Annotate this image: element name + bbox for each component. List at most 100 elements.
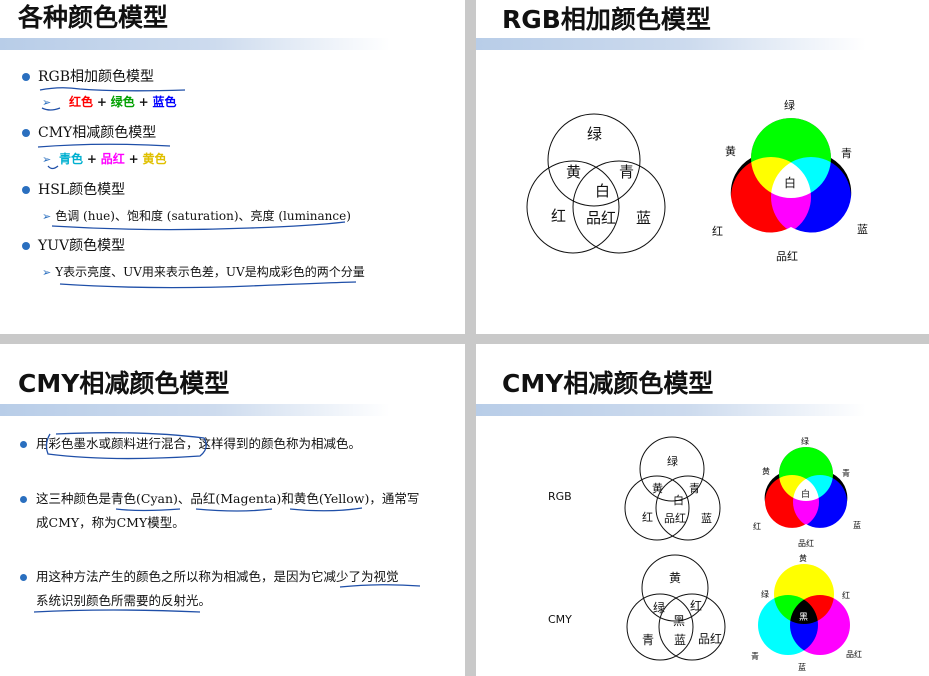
bullet-dot-icon	[22, 242, 30, 250]
venn-label-top-right: 红	[690, 599, 703, 613]
red-text: 红色	[69, 95, 94, 109]
bullet-label: RGB相加颜色模型	[38, 69, 155, 85]
slide-color-models-overview[interactable]: 各种颜色模型 RGB相加颜色模型 ➢ 红色 + 绿色 + 蓝色 CMY相减颜色模…	[0, 0, 465, 334]
paragraph-1: 用彩色墨水或颜料进行混合，这样得到的颜色称为相减色。	[20, 432, 436, 456]
ink-stroke	[39, 87, 186, 92]
sub-cmy-formula: ➢ 青色 + 品红 + 黄色	[42, 150, 167, 167]
arrow-bullet-icon: ➢	[42, 266, 52, 279]
red-light-circle	[731, 157, 811, 237]
sub-yuv-description: ➢Y表示亮度、UV用来表示色差，UV是构成彩色的两个分量	[42, 263, 365, 280]
paragraph-line-2: 成CMY，称为CMY模型。	[36, 515, 185, 530]
bullet-hsl-model: HSL颜色模型	[22, 179, 125, 199]
color-label-bottom: 品红	[776, 250, 798, 263]
color-label-top-left: 绿	[761, 590, 769, 599]
venn-label-top-left: 绿	[653, 601, 666, 615]
venn-label-top: 绿	[587, 125, 603, 143]
venn-label-left: 青	[642, 633, 655, 647]
blue-light-circle	[793, 475, 847, 529]
bullet-dot-icon	[20, 574, 27, 581]
bullet-dot-icon	[20, 496, 27, 503]
blue-text: 蓝色	[152, 95, 177, 109]
green-text: 绿色	[110, 95, 135, 109]
slide-title: CMY相减颜色模型	[18, 369, 230, 398]
magenta-ink-circle	[790, 595, 850, 655]
blue-light-circle	[771, 157, 851, 237]
paragraph-text: 用彩色墨水或颜料进行混合，这样得到的颜色称为相减色。	[36, 436, 362, 451]
handwritten-annotations	[37, 87, 357, 289]
venn-label-right: 品红	[698, 632, 723, 646]
sub-text: Y表示亮度、UV用来表示色差，UV是构成彩色的两个分量	[55, 265, 365, 279]
color-label-left: 红	[712, 225, 723, 238]
color-label-top: 绿	[801, 437, 809, 446]
color-label-top-left: 黄	[762, 467, 770, 476]
bullet-label: YUV颜色模型	[38, 238, 126, 254]
bullet-cmy-model: CMY相减颜色模型	[22, 122, 156, 142]
bullet-dot-icon	[22, 73, 30, 81]
color-label-center: 黑	[799, 613, 809, 623]
venn-label-top-left: 黄	[566, 163, 582, 181]
arrow-bullet-icon: ➢	[42, 96, 52, 109]
color-label-right: 蓝	[853, 521, 861, 530]
arrow-bullet-icon: ➢	[42, 210, 52, 223]
venn-label-top-left: 黄	[652, 482, 663, 495]
venn-label-bottom: 品红	[586, 209, 617, 227]
rgb-color-mixing-diagram	[726, 110, 856, 250]
ink-stroke	[37, 143, 171, 148]
yellow-text: 黄色	[142, 152, 167, 166]
title-underline-bar	[0, 38, 390, 50]
venn-label-right: 蓝	[701, 512, 712, 525]
color-label-right: 品红	[846, 650, 862, 659]
sub-text: 色调 (hue)、饱和度 (saturation)、亮度 (luminance)	[55, 209, 351, 223]
rgb-row-label: RGB	[548, 490, 572, 503]
sub-rgb-formula: ➢ 红色 + 绿色 + 蓝色	[42, 93, 177, 110]
rgb-venn-outline-diagram	[526, 113, 666, 254]
venn-label-top: 绿	[667, 455, 678, 468]
color-label-top: 黄	[799, 554, 807, 563]
plus-sign: +	[138, 95, 149, 109]
bullet-rgb-model: RGB相加颜色模型	[22, 66, 154, 86]
arrow-bullet-icon: ➢	[42, 153, 52, 166]
venn-label-bottom: 蓝	[674, 633, 687, 647]
slide-cmy-subtractive-text[interactable]: CMY相减颜色模型 用彩色墨水或颜料进行混合，这样得到的颜色称为相减色。 这三种…	[0, 344, 465, 676]
venn-label-left: 红	[551, 207, 567, 225]
venn-label-center: 白	[673, 494, 684, 507]
cyan-text: 青色	[59, 152, 84, 166]
magenta-text: 品红	[100, 152, 125, 166]
venn-label-center: 白	[595, 182, 611, 200]
venn-label-top: 黄	[669, 571, 682, 585]
venn-label-left: 红	[642, 511, 653, 524]
bullet-dot-icon	[22, 129, 30, 137]
color-label-bottom: 品红	[798, 539, 814, 548]
color-label-top-right: 青	[842, 469, 850, 478]
plus-sign: +	[96, 95, 107, 109]
paragraph-line-1: 这三种颜色是青色(Cyan)、品红(Magenta)和黄色(Yellow)，通常…	[36, 491, 420, 506]
venn-label-top-right: 青	[619, 163, 635, 181]
plus-sign: +	[128, 152, 139, 166]
slide-title: CMY相减颜色模型	[502, 369, 714, 398]
paragraph-3: 用这种方法产生的颜色之所以称为相减色，是因为它减少了为视觉 系统识别颜色所需要的…	[20, 565, 436, 613]
slide-title: 各种颜色模型	[18, 3, 169, 32]
sub-hsl-components: ➢色调 (hue)、饱和度 (saturation)、亮度 (luminance…	[42, 207, 351, 224]
venn-label-bottom: 品红	[664, 512, 686, 525]
bullet-label: CMY相减颜色模型	[38, 125, 157, 141]
slide-rgb-additive-model[interactable]: RGB相加颜色模型 绿 黄 青 白 红 品红 蓝 绿 黄 青 白 红 蓝 品红	[476, 0, 929, 334]
color-label-bottom: 蓝	[798, 663, 806, 672]
ink-stroke	[59, 281, 357, 289]
slide-title: RGB相加颜色模型	[502, 5, 711, 34]
paragraph-line-1: 用这种方法产生的颜色之所以称为相减色，是因为它减少了为视觉	[36, 569, 399, 584]
bullet-dot-icon	[20, 441, 27, 448]
venn-label-center: 黑	[673, 614, 686, 628]
bullet-dot-icon	[22, 186, 30, 194]
bullet-label: HSL颜色模型	[38, 182, 126, 198]
color-label-left: 红	[753, 522, 761, 531]
color-label-center: 白	[801, 490, 811, 500]
slide-cmy-vs-rgb-diagrams[interactable]: CMY相减颜色模型 RGB CMY 绿 黄 青 白 红 品红 蓝 绿 黄 青 白…	[476, 344, 929, 676]
mixing-mask	[726, 110, 856, 250]
plus-sign: +	[86, 152, 97, 166]
title-underline-bar	[0, 404, 390, 416]
title-underline-bar	[476, 404, 866, 416]
cmy-row-label: CMY	[548, 613, 572, 626]
color-label-right: 蓝	[857, 223, 868, 236]
paragraph-2: 这三种颜色是青色(Cyan)、品红(Magenta)和黄色(Yellow)，通常…	[20, 487, 436, 535]
cyan-ink-circle	[758, 595, 818, 655]
